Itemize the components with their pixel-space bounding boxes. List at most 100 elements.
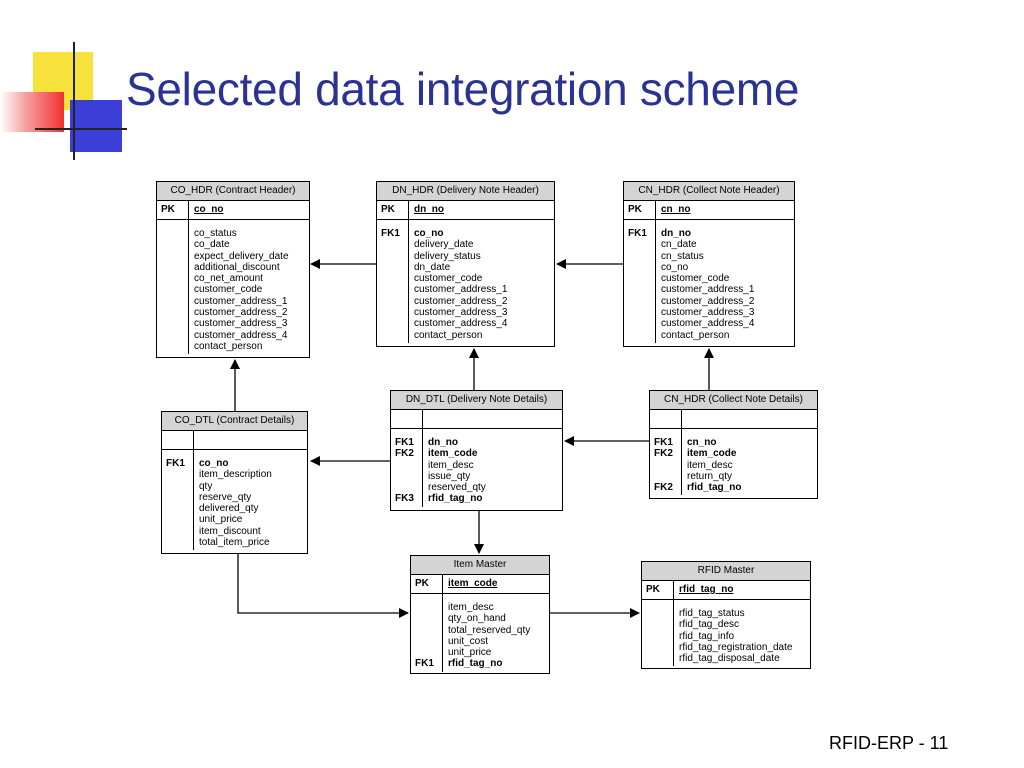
pk-row: PK cn_no — [624, 201, 794, 220]
decor-red-bar — [0, 92, 64, 132]
field-cell: rfid_tag_status — [679, 608, 745, 619]
key-column: FK1 FK2 FK3 — [391, 429, 423, 507]
field-cell: co_no — [414, 228, 444, 239]
field-cell: customer_address_1 — [414, 284, 508, 296]
key-cell — [415, 625, 442, 636]
key-cell: FK1 — [628, 228, 647, 239]
field-cell: rfid_tag_no — [448, 658, 503, 670]
key-cell: FK2 — [654, 482, 673, 494]
field-cell: customer_code — [661, 273, 730, 285]
key-cell — [395, 471, 422, 482]
key-cell — [395, 460, 422, 471]
field-cell: customer_code — [414, 273, 483, 285]
field-cell: co_no — [661, 261, 689, 273]
field-cell: rfid_tag_no — [687, 482, 742, 494]
field-cell: delivery_status — [414, 250, 481, 262]
table-title: CO_DTL (Contract Details) — [162, 412, 307, 431]
pk-field — [194, 431, 307, 449]
key-cell — [161, 228, 188, 239]
field-cell: issue_qty — [428, 470, 471, 482]
field-cell: unit_price — [199, 514, 243, 526]
arrow-codtl-to-itemmaster — [237, 553, 409, 618]
table-title: CN_HDR (Collect Note Details) — [650, 391, 817, 410]
field-cell: item_code — [428, 448, 478, 460]
table-co-hdr: CO_HDR (Contract Header) PK co_no co_sta… — [156, 181, 310, 358]
field-column: cn_no item_code item_desc return_qty rfi… — [682, 429, 817, 495]
key-cell: FK2 — [654, 448, 673, 460]
field-cell: total_item_price — [199, 537, 270, 549]
field-cell: rfid_tag_disposal_date — [679, 653, 780, 665]
field-column: co_no item_description qty reserve_qty d… — [194, 450, 307, 550]
pk-row: PK rfid_tag_no — [642, 581, 810, 600]
table-body: FK1 FK2 FK3 dn_no item_code item_desc is… — [391, 429, 562, 507]
table-body: FK1 dn_no cn_date cn_status co_no custom… — [624, 220, 794, 343]
table-item-master: Item Master PK item_code FK1 item_desc q… — [410, 555, 550, 674]
key-column: FK1 — [162, 450, 194, 551]
key-cell — [646, 608, 673, 619]
pk-field: co_no — [194, 204, 224, 215]
key-cell — [415, 602, 442, 613]
field-cell: item_code — [687, 448, 737, 460]
slide-title: Selected data integration scheme — [126, 63, 800, 115]
field-cell: item_desc — [448, 602, 494, 613]
pk-label: PK — [624, 201, 656, 219]
decor-blue-square — [70, 100, 122, 152]
pk-label: PK — [642, 581, 674, 599]
key-column — [157, 220, 189, 355]
key-cell: FK1 — [395, 437, 414, 448]
field-cell: customer_address_1 — [194, 295, 288, 307]
key-column: FK1 FK2 FK2 — [650, 429, 682, 496]
field-cell: customer_address_3 — [194, 318, 288, 330]
field-column: co_status co_date expect_delivery_date a… — [189, 220, 309, 354]
field-cell: customer_address_3 — [661, 307, 755, 319]
field-cell: reserve_qty — [199, 491, 252, 503]
field-column: co_no delivery_date delivery_status dn_d… — [409, 220, 554, 343]
table-body: rfid_tag_status rfid_tag_desc rfid_tag_i… — [642, 600, 810, 667]
field-cell: customer_address_4 — [661, 318, 755, 330]
table-co-dtl: CO_DTL (Contract Details) FK1 co_no item… — [161, 411, 308, 554]
field-cell: cn_status — [661, 250, 704, 262]
field-cell: customer_address_4 — [194, 329, 288, 341]
field-cell: reserved_qty — [428, 482, 486, 494]
field-cell: qty — [199, 480, 213, 492]
table-dn-hdr: DN_HDR (Delivery Note Header) PK dn_no F… — [376, 181, 555, 347]
slide-footer: RFID-ERP - 11 — [829, 733, 949, 753]
field-cell: additional_discount — [194, 261, 280, 273]
field-cell: unit_cost — [448, 635, 489, 647]
key-column: FK1 — [411, 594, 443, 672]
field-cell: unit_price — [448, 647, 492, 659]
key-cell — [415, 647, 442, 658]
field-cell: customer_code — [194, 284, 263, 296]
key-cell — [415, 636, 442, 647]
pk-row — [391, 410, 562, 429]
field-column: dn_no item_code item_desc issue_qty rese… — [423, 429, 562, 507]
field-cell: rfid_tag_registration_date — [679, 641, 793, 653]
field-cell: rfid_tag_desc — [679, 619, 740, 631]
field-cell: co_net_amount — [194, 273, 263, 285]
field-cell: dn_no — [661, 228, 691, 239]
table-body: FK1 co_no delivery_date delivery_status … — [377, 220, 554, 343]
key-column: FK1 — [624, 220, 656, 343]
pk-row: PK item_code — [411, 575, 549, 594]
pk-row — [162, 431, 307, 450]
field-cell: dn_date — [414, 261, 451, 273]
field-cell: cn_no — [687, 437, 717, 448]
table-body: FK1 co_no item_description qty reserve_q… — [162, 450, 307, 551]
table-title: DN_HDR (Delivery Note Header) — [377, 182, 554, 201]
field-cell: total_reserved_qty — [448, 624, 531, 636]
pk-field: rfid_tag_no — [679, 584, 734, 595]
pk-field — [682, 410, 817, 428]
field-column: rfid_tag_status rfid_tag_desc rfid_tag_i… — [674, 600, 810, 666]
field-cell: customer_address_3 — [414, 307, 508, 319]
table-title: RFID Master — [642, 562, 810, 581]
key-cell — [654, 460, 681, 471]
table-title: DN_DTL (Delivery Note Details) — [391, 391, 562, 410]
pk-field — [423, 410, 562, 428]
pk-field: dn_no — [414, 204, 444, 215]
key-cell: FK2 — [395, 448, 414, 460]
table-cn-hdr: CN_HDR (Collect Note Header) PK cn_no FK… — [623, 181, 795, 347]
field-cell: customer_address_4 — [414, 318, 508, 330]
field-cell: contact_person — [414, 329, 483, 341]
key-cell — [395, 482, 422, 493]
